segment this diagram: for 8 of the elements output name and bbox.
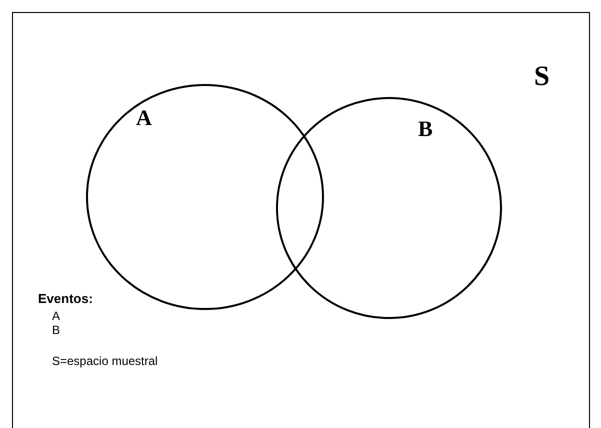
set-label: A	[136, 107, 152, 129]
set-label: B	[418, 118, 433, 140]
legend-heading: Eventos:	[38, 292, 93, 305]
sample-space-box	[12, 12, 590, 428]
set-label: S	[534, 63, 550, 91]
event-name: B	[52, 324, 60, 336]
event-name: A	[52, 310, 60, 322]
note-text: S=espacio muestral	[52, 355, 158, 367]
